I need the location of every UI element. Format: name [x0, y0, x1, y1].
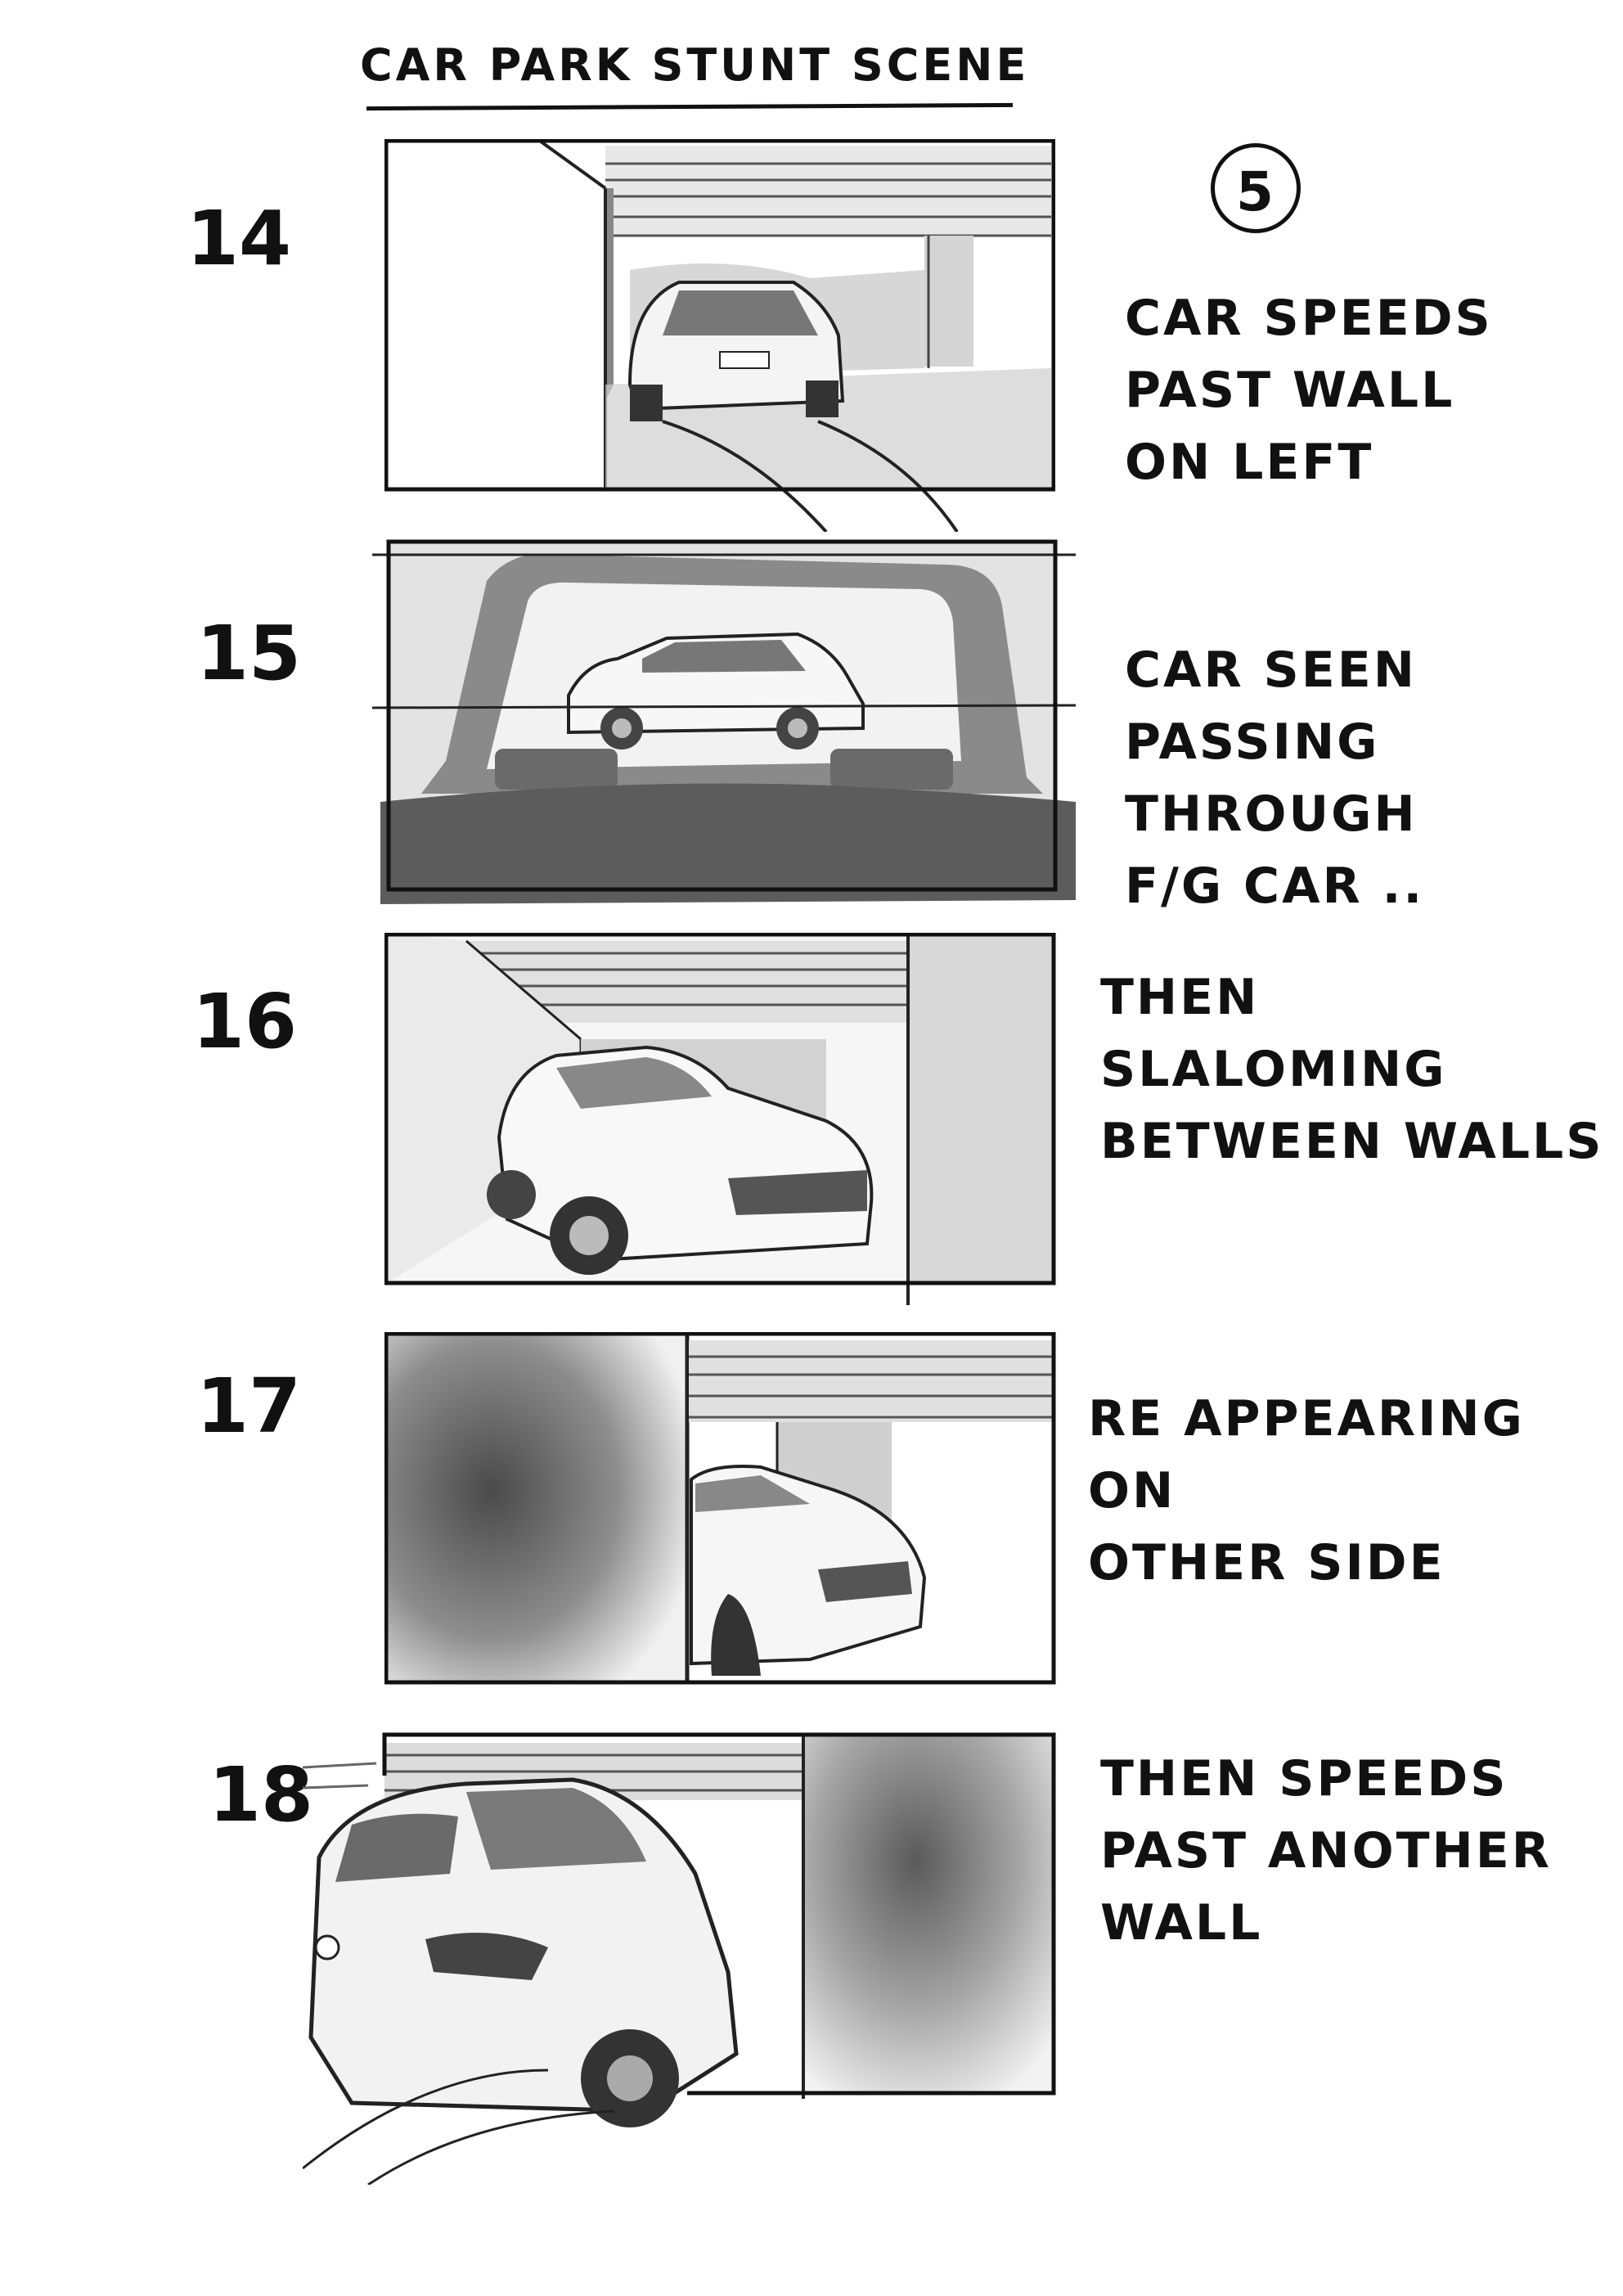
shot-number: 16 [192, 978, 298, 1065]
panel-note: THEN SLALOMING BETWEEN WALLS [1100, 969, 1604, 1170]
page-number-badge: 5 [1211, 143, 1301, 233]
panel-note: RE APPEARING ON OTHER SIDE [1088, 1390, 1525, 1591]
shot-number: 14 [187, 195, 292, 282]
panel-note: CAR SEEN PASSING THROUGH F/G CAR .. [1125, 642, 1425, 915]
storyboard-frame-17 [384, 1332, 1072, 1692]
shot-number: 18 [209, 1751, 314, 1839]
panel-note: THEN SPEEDS PAST ANOTHER WALL [1100, 1750, 1552, 1952]
title-underline [366, 102, 1014, 111]
page-title: CAR PARK STUNT SCENE [360, 39, 1030, 91]
storyboard-frame-15 [372, 532, 1076, 904]
storyboard-frame-14 [384, 139, 1055, 532]
shot-number: 15 [196, 610, 302, 697]
panel-note: CAR SPEEDS PAST WALL ON LEFT [1125, 290, 1493, 491]
shot-number: 17 [196, 1362, 302, 1450]
storyboard-frame-18 [303, 1727, 1063, 2185]
storyboard-frame-16 [384, 933, 1063, 1305]
